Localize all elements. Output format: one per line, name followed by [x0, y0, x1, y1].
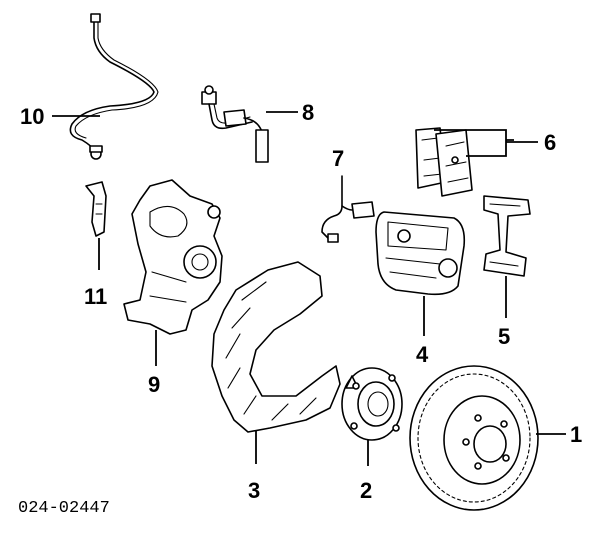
callout-10: 10 — [20, 104, 44, 129]
callout-6: 6 — [544, 130, 556, 155]
brake-hose-part — [201, 85, 269, 163]
brake-rotor-part — [409, 365, 539, 511]
brake-pads-part — [415, 127, 473, 197]
brake-caliper-part — [375, 211, 466, 296]
leader-bracket-6 — [434, 129, 514, 157]
pad-wear-sensor-part — [321, 175, 375, 243]
dust-shield-part — [211, 261, 341, 433]
callout-11: 11 — [84, 284, 107, 309]
callout-2: 2 — [360, 478, 372, 503]
callout-9: 9 — [148, 372, 160, 397]
steering-knuckle-part — [123, 179, 223, 335]
wheel-hub-part — [341, 367, 403, 441]
callout-7: 7 — [332, 146, 344, 171]
abs-sensor-wire-part — [69, 13, 159, 160]
caliper-carrier-part — [483, 195, 531, 277]
part-number-label: 024-02447 — [18, 499, 110, 518]
callout-1: 1 — [570, 422, 582, 447]
callout-5: 5 — [498, 324, 510, 349]
callout-8: 8 — [302, 100, 314, 125]
callout-3: 3 — [248, 478, 260, 503]
callout-4: 4 — [416, 342, 429, 367]
mounting-bracket-part — [85, 181, 107, 237]
